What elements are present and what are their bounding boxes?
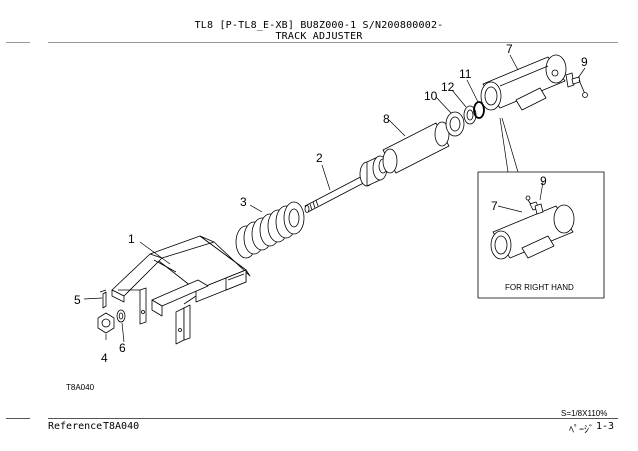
callout-10: 10 [424,89,438,103]
inset-part-9-grease-nipple[interactable] [525,195,544,215]
bottom-rule [48,418,618,419]
page-number: 1-3 [596,421,615,432]
callout-4: 4 [101,351,108,365]
part-11-o-ring[interactable] [473,101,485,119]
header-title: TRACK ADJUSTER [275,31,363,42]
callout-2: 2 [316,151,323,165]
callout-5: 5 [74,293,81,307]
callout-12: 12 [441,80,455,94]
part-4-hex-nut[interactable] [97,312,115,334]
scale-label: S=1/8X110% [561,409,608,418]
callout-7: 7 [506,42,513,56]
top-rule [48,42,618,43]
part-7-cylinder[interactable] [480,54,567,111]
leader-lines [83,54,586,343]
callout-9: 9 [581,55,588,69]
part-1-bracket[interactable] [111,235,251,345]
part-6-washer[interactable] [116,309,126,323]
figure-code: T8A040 [66,383,95,392]
part-2-rod[interactable] [304,155,388,213]
inset-part-7-cylinder[interactable] [490,204,575,260]
page-label: ﾍﾟｰｼﾞ [569,425,594,436]
header-model-line: TL8 [P-TL8_E-XB] BU8Z000-1 S/N200800002- [194,20,444,31]
callout-8: 8 [383,112,390,126]
part-9-grease-nipple[interactable] [565,72,588,98]
top-rule-left [6,42,30,43]
inset-caption: FOR RIGHT HAND [505,283,574,292]
reference-label: Reference [48,421,103,432]
inset-callout-9: 9 [540,174,547,188]
callout-1: 1 [128,232,135,246]
part-8-tube[interactable] [382,121,450,174]
part-10-seal[interactable] [445,111,465,137]
inset-callout-7: 7 [491,199,498,213]
callout-3: 3 [240,195,247,209]
part-5-pin[interactable] [99,289,107,309]
reference-code: T8A040 [103,421,140,432]
part-3-spring[interactable] [235,201,305,259]
callout-11: 11 [459,67,472,81]
bottom-rule-left [6,418,30,419]
callout-6: 6 [119,341,126,355]
